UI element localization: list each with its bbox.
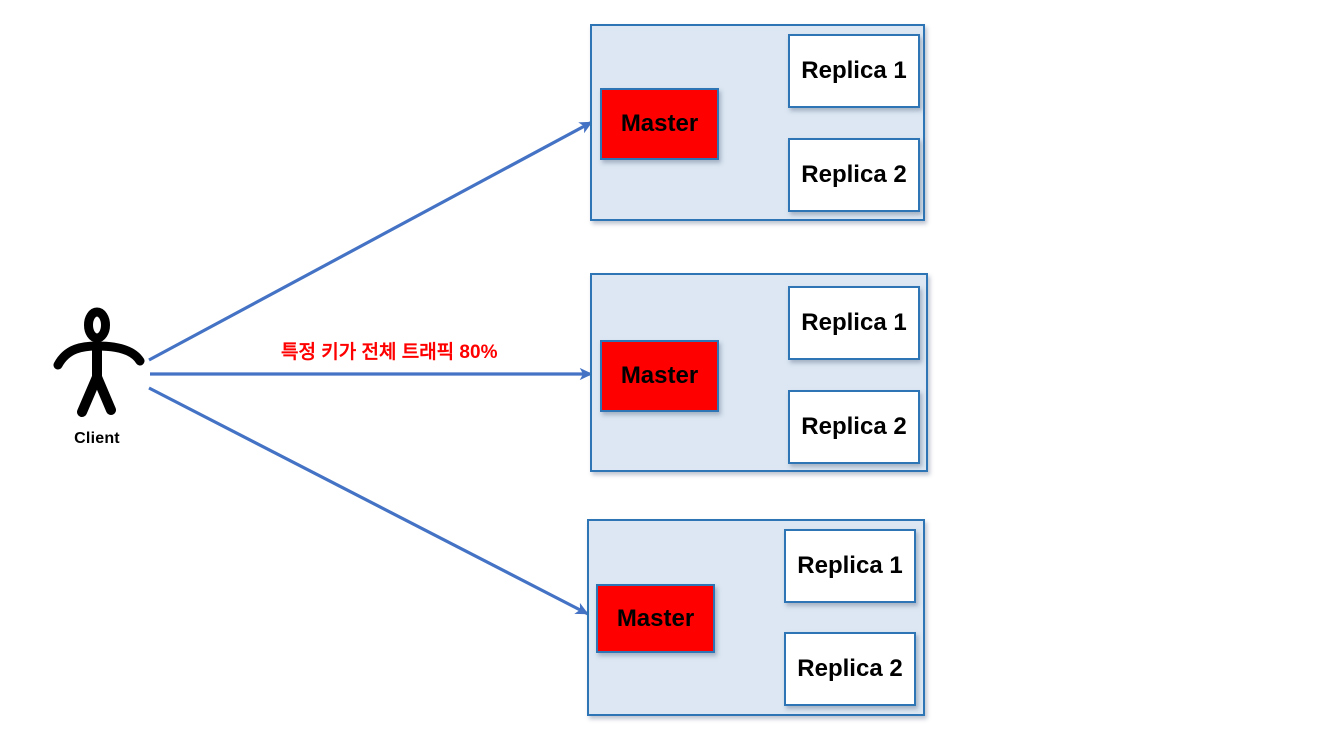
master-node-2: Master: [600, 340, 719, 412]
client-to-master-1-arrow: [148, 120, 593, 362]
client-figure: Client: [44, 295, 150, 448]
replica-node-1-1: Replica 1: [788, 34, 920, 108]
master-node-1: Master: [600, 88, 719, 160]
replica-node-1-2: Replica 2: [788, 138, 920, 212]
shard-group-3: Master Replica 1 Replica 2: [587, 519, 925, 716]
replica-node-3-1: Replica 1: [784, 529, 916, 603]
traffic-annotation: 특정 키가 전체 트래픽 80%: [281, 342, 498, 363]
shard-group-2: Master Replica 1 Replica 2: [590, 273, 928, 472]
client-label: Client: [74, 430, 120, 447]
master-node-3: Master: [596, 584, 715, 653]
client-to-master-3-arrow: [148, 386, 589, 616]
replica-node-3-2: Replica 2: [784, 632, 916, 706]
person-icon: [53, 307, 145, 417]
replica-node-2-1: Replica 1: [788, 286, 920, 360]
replica-node-2-2: Replica 2: [788, 390, 920, 464]
shard-group-1: Master Replica 1 Replica 2: [590, 24, 925, 221]
